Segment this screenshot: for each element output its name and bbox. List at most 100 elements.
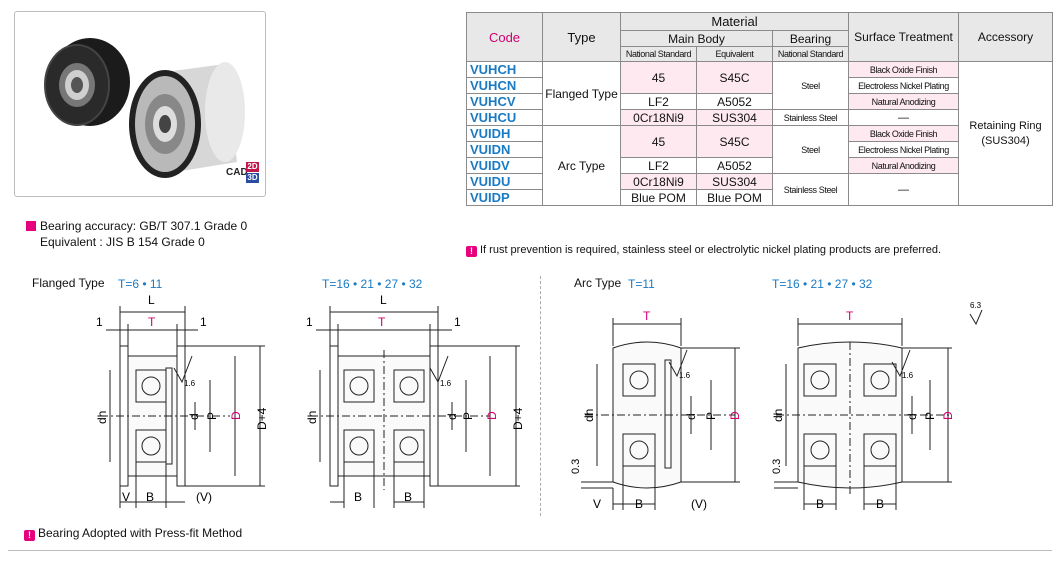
dim-D: D: [728, 411, 742, 420]
dim-1-left: 1: [96, 315, 103, 329]
header-code: Code: [466, 12, 543, 62]
code-cell[interactable]: VUIDN: [466, 141, 543, 158]
dim-d: d: [187, 413, 201, 420]
header-material: Material: [620, 12, 849, 31]
dim-T: T: [378, 315, 386, 329]
main-equivalent-cell: A5052: [696, 93, 773, 110]
dim-D: D: [229, 411, 243, 420]
dim-D: D: [485, 411, 499, 420]
code-cell[interactable]: VUHCU: [466, 109, 543, 126]
press-fit-note: !Bearing Adopted with Press-fit Method: [24, 526, 242, 541]
flanged-t1-label: T=6 • 11: [118, 277, 163, 291]
dim-dh: dh: [582, 409, 596, 422]
bearing-accuracy-note: Bearing accuracy: GB/T 307.1 Grade 0 Equ…: [26, 218, 247, 250]
roughness-label: 1.6: [184, 379, 196, 388]
flanged-t2-label: T=16 • 21 • 27 • 32: [322, 277, 423, 291]
dim-dh: dh: [305, 411, 319, 424]
rust-note: !If rust prevention is required, stainle…: [466, 244, 941, 257]
type-cell: Flanged Type: [542, 61, 621, 126]
roughness-label: 1.6: [679, 371, 691, 380]
dim-Vp: (V): [196, 490, 212, 504]
surface-cell: Black Oxide Finish: [848, 125, 959, 142]
dim-P: P: [205, 412, 219, 420]
bearing-accuracy-line2: Equivalent : JIS B 154 Grade 0: [40, 235, 205, 249]
main-national-cell: 0Cr18Ni9: [620, 109, 697, 126]
exclamation-icon: !: [466, 246, 477, 257]
header-national-standard: National Standard: [620, 46, 697, 62]
main-national-cell: LF2: [620, 93, 697, 110]
dim-0.3: 0.3: [570, 459, 582, 474]
main-equivalent-cell: Blue POM: [696, 189, 773, 206]
main-national-cell: 0Cr18Ni9: [620, 173, 697, 190]
bottom-divider: [8, 550, 1052, 551]
accessory-cell: Retaining Ring (SUS304): [958, 61, 1053, 206]
main-national-cell: Blue POM: [620, 189, 697, 206]
dim-Vp: (V): [691, 497, 707, 511]
main-national-cell: LF2: [620, 157, 697, 174]
section-divider: [540, 276, 541, 516]
header-accessory: Accessory: [958, 12, 1053, 62]
roughness-top-label: 6.3: [970, 301, 982, 310]
surface-cell: Black Oxide Finish: [848, 61, 959, 78]
surface-cell: Electroless Nickel Plating: [848, 77, 959, 94]
product-photo: [14, 11, 266, 197]
dim-B: B: [146, 490, 154, 504]
press-fit-note-text: Bearing Adopted with Press-fit Method: [38, 526, 243, 540]
flanged-small-drawing: L T 1 1 1.6 dh d P D D+4 V B (V): [95, 293, 269, 508]
type-cell: Arc Type: [542, 125, 621, 206]
surface-cell: Natural Anodizing: [848, 93, 959, 110]
dim-B-right: B: [876, 497, 884, 511]
dim-P: P: [923, 412, 937, 420]
header-surface-treatment: Surface Treatment: [848, 12, 959, 62]
cad-3d-badge[interactable]: 3D: [246, 173, 259, 183]
arc-t2-label: T=16 • 21 • 27 • 32: [772, 277, 873, 291]
main-national-cell: 45: [620, 125, 697, 158]
dim-P: P: [704, 412, 718, 420]
surface-cell: Natural Anodizing: [848, 157, 959, 174]
code-cell[interactable]: VUHCV: [466, 93, 543, 110]
dim-L: L: [148, 293, 155, 307]
arc-large-drawing: T 1.6 6.3 dh d P D 0.3 B B: [771, 301, 983, 511]
surface-cell: Electroless Nickel Plating: [848, 141, 959, 158]
accessory-line1: Retaining Ring: [969, 119, 1042, 132]
code-cell[interactable]: VUIDP: [466, 189, 543, 206]
main-equivalent-cell: A5052: [696, 157, 773, 174]
pink-square-icon: [26, 221, 36, 231]
main-equivalent-cell: S45C: [696, 125, 773, 158]
code-cell[interactable]: VUIDU: [466, 173, 543, 190]
dim-T: T: [846, 309, 854, 323]
dim-d: d: [684, 413, 698, 420]
bearing-cell: Stainless Steel: [772, 173, 849, 206]
code-cell[interactable]: VUIDV: [466, 157, 543, 174]
dim-D4: D+4: [511, 407, 525, 430]
header-bearing: Bearing: [772, 30, 849, 47]
surface-cell: —: [848, 109, 959, 126]
exclamation-icon: !: [24, 530, 35, 541]
dim-1-right: 1: [200, 315, 207, 329]
dim-D: D: [941, 411, 955, 420]
dim-P: P: [461, 412, 475, 420]
header-equivalent: Equivalent: [696, 46, 773, 62]
cad-badge[interactable]: CAD 2D 3D: [226, 158, 260, 188]
dim-D4: D+4: [255, 407, 269, 430]
code-cell[interactable]: VUHCN: [466, 77, 543, 94]
dim-B-right: B: [404, 490, 412, 504]
main-equivalent-cell: SUS304: [696, 173, 773, 190]
main-equivalent-cell: SUS304: [696, 109, 773, 126]
bearing-cell: Steel: [772, 61, 849, 110]
dim-B: B: [635, 497, 643, 511]
dim-1-left: 1: [306, 315, 313, 329]
cad-2d-badge[interactable]: 2D: [246, 162, 259, 172]
bearing-accuracy-line1: Bearing accuracy: GB/T 307.1 Grade 0: [40, 219, 248, 233]
flanged-large-drawing: L T 1 1 1.6 dh d P D D+4 B B: [305, 293, 525, 508]
main-equivalent-cell: S45C: [696, 61, 773, 94]
dim-V: V: [593, 497, 601, 511]
code-cell[interactable]: VUIDH: [466, 125, 543, 142]
code-cell[interactable]: VUHCH: [466, 61, 543, 78]
dim-dh: dh: [771, 409, 785, 422]
bearing-cell: Steel: [772, 125, 849, 174]
cad-label: CAD: [226, 167, 248, 178]
header-bearing-national-standard: National Standard: [772, 46, 849, 62]
arc-type-title: Arc Type: [574, 276, 622, 290]
dim-dh: dh: [95, 411, 109, 424]
